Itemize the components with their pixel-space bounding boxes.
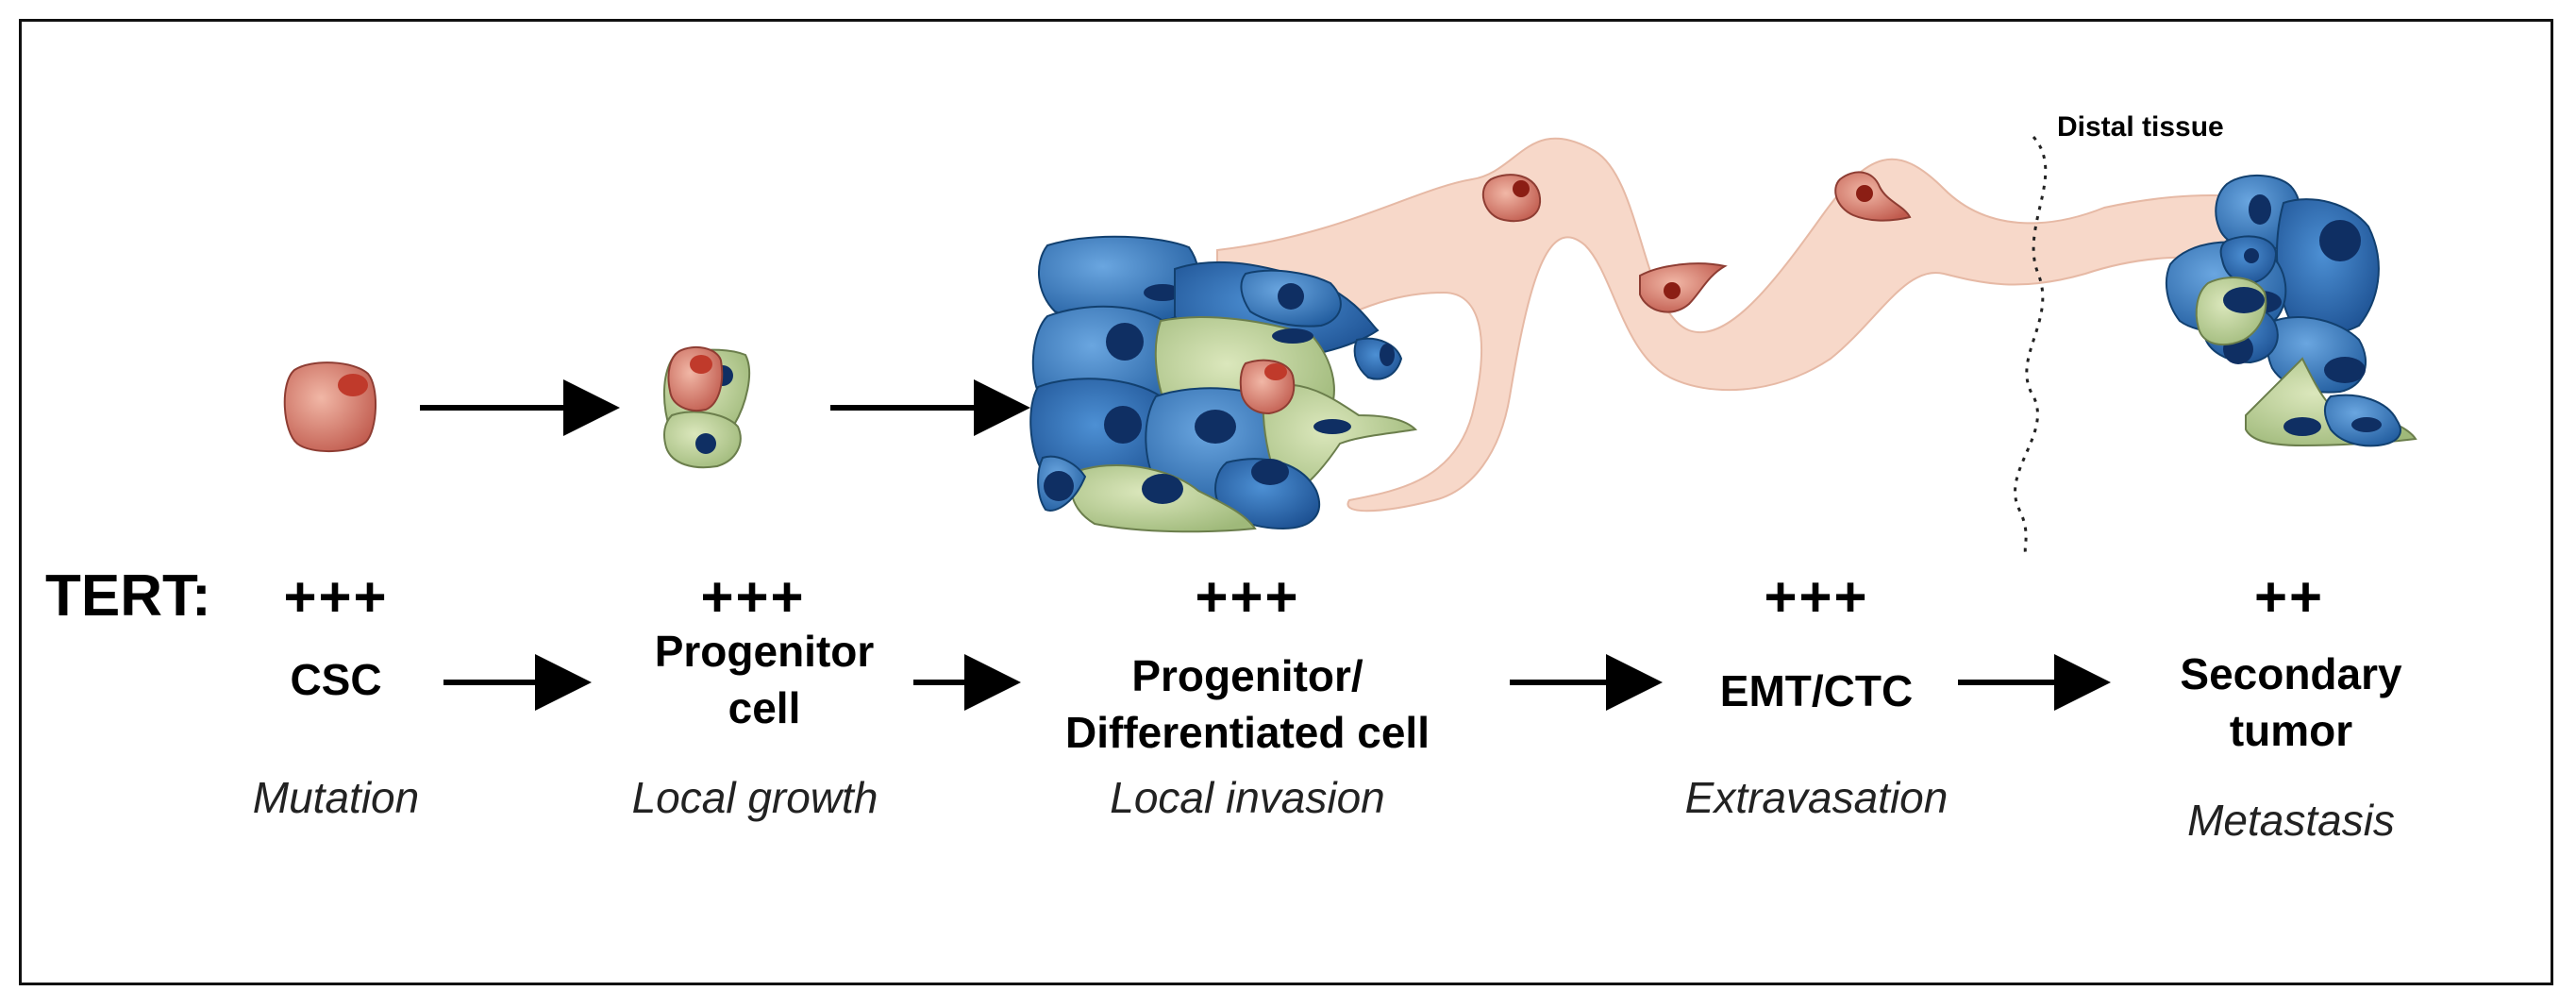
expression-emt-ctc: +++ [1764,565,1869,629]
expression-secondary-tumor: ++ [2253,565,2325,629]
process-csc: Mutation [252,773,420,822]
distal-tissue-boundary [2014,136,2048,559]
expression-progenitor: +++ [700,565,806,629]
vessel-path [1216,137,2266,512]
csc-cell [283,361,376,452]
stage-name-line: Progenitor/ [1131,651,1363,700]
stage-name-line: Progenitor [654,627,875,676]
stage-name-line: CSC [290,655,382,704]
stage-name-line: tumor [2229,706,2353,755]
primary-tumor-mass [1029,235,1418,533]
stage-name-csc: CSC [290,651,381,708]
stage-name-secondary-tumor: Secondary tumor [2180,646,2401,759]
stage-name-line: EMT/CTC [1719,666,1914,715]
stage-name-line: Secondary [2180,649,2402,698]
expression-progenitor-differentiated: +++ [1195,565,1300,629]
progenitor-cluster [663,345,751,469]
distal-tissue-label: Distal tissue [2057,111,2224,143]
stage-name-progenitor-differentiated: Progenitor/ Differentiated cell [1065,647,1430,761]
process-emt-ctc: Extravasation [1684,773,1949,822]
ctc-cell-2 [1639,262,1728,313]
expression-csc: +++ [283,565,389,629]
process-progenitor: Local growth [631,773,878,822]
stage-name-line: Differentiated cell [1065,708,1430,757]
stage-name-line: cell [728,683,801,732]
ctc-cell-1 [1481,174,1542,223]
process-progenitor-differentiated: Local invasion [1110,773,1385,822]
secondary-tumor-mass [2165,174,2417,447]
ctc-cell-3 [1834,171,1912,222]
process-secondary-tumor: Metastasis [2187,796,2395,845]
tert-label: TERT: [45,563,211,629]
stage-name-emt-ctc: EMT/CTC [1720,663,1913,719]
stage-name-progenitor: Progenitor cell [655,623,875,736]
